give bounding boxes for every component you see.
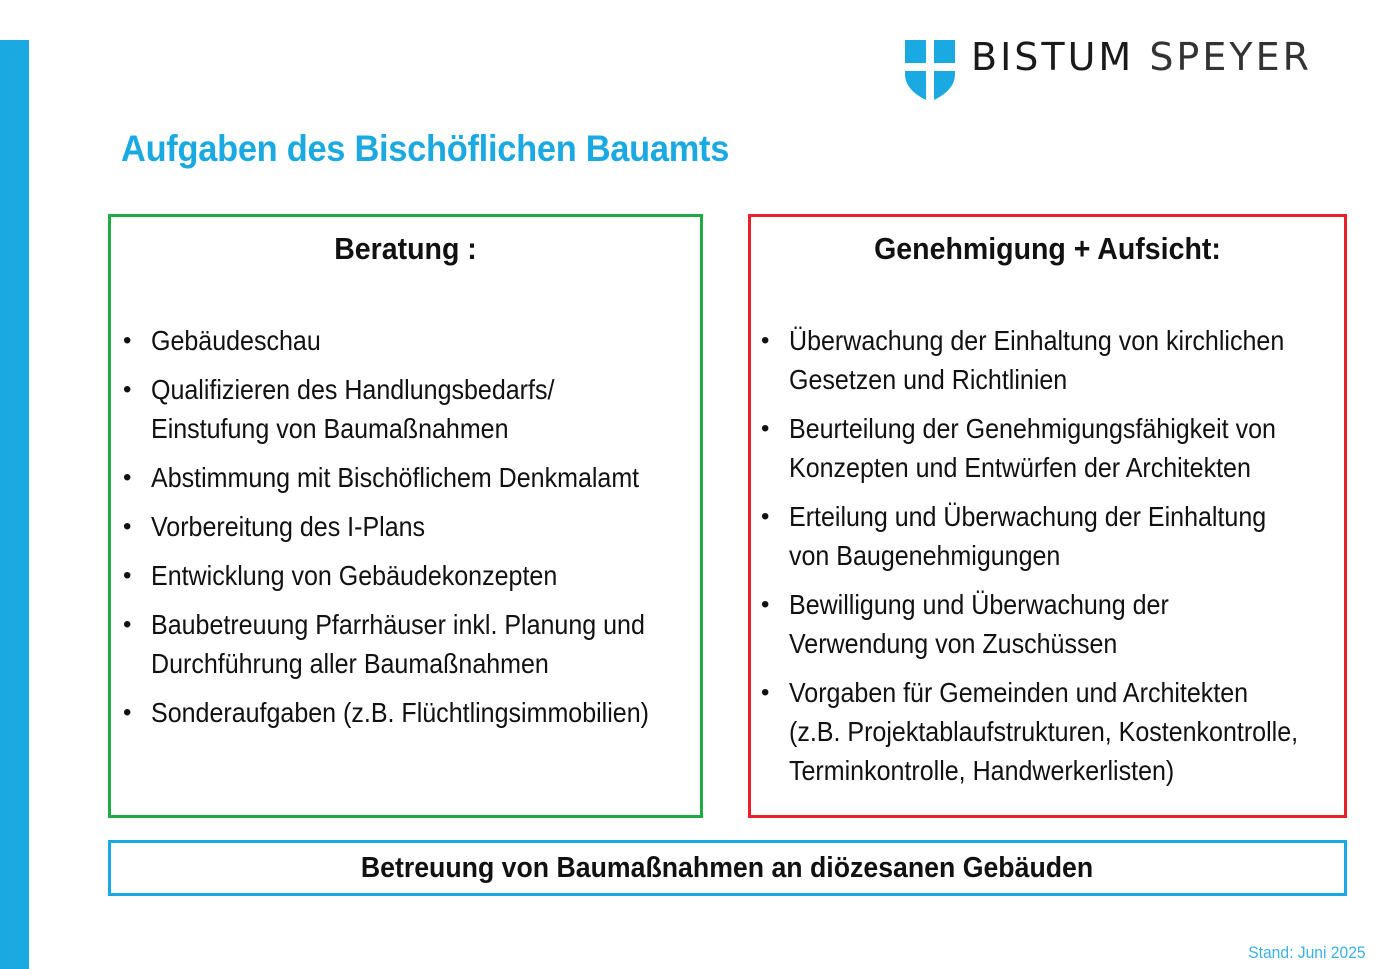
list-item-text: Beurteilung der Genehmigungsfähigkeit vo… — [789, 413, 1276, 483]
bullet-icon: • — [123, 376, 132, 403]
list-item-text: Überwachung der Einhaltung von kirchlich… — [789, 325, 1285, 395]
page-title: Aufgaben des Bischöflichen Bauamts — [121, 128, 730, 169]
list-item: • Vorgaben für Gemeinden und Architekten … — [761, 673, 1351, 790]
list-item-text: Vorbereitung des I-Plans — [151, 511, 426, 542]
list-item: • Überwachung der Einhaltung von kirchlic… — [761, 321, 1351, 399]
list-item-text: Gebäudeschau — [151, 325, 321, 356]
bullet-icon: • — [123, 611, 132, 638]
bullet-icon: • — [123, 699, 132, 726]
footer-text: Betreuung von Baumaßnahmen an diözesanen… — [361, 851, 1094, 884]
logo-text: BISTUM SPEYER — [971, 38, 1312, 76]
list-item: • Sonderaufgaben (z.B. Flüchtlingsimmobil… — [123, 693, 703, 732]
accent-bar — [0, 40, 29, 969]
footer-box: Betreuung von Baumaßnahmen an diözesanen… — [108, 840, 1347, 896]
bullet-icon: • — [761, 327, 770, 354]
list-item: • Beurteilung der Genehmigungsfähigkeit v… — [761, 409, 1351, 487]
list-item: • Abstimmung mit Bischöflichem Denkmalamt — [123, 458, 703, 497]
list-item: • Gebäudeschau — [123, 321, 703, 360]
bullet-icon: • — [123, 327, 132, 354]
list-item: • Vorbereitung des I-Plans — [123, 507, 703, 546]
stand-date: Stand: Juni 2025 — [1248, 943, 1366, 962]
list-item-text: Qualifizieren des Handlungsbedarfs/ Eins… — [151, 374, 555, 444]
panel-genehmigung: Genehmigung + Aufsicht: • Überwachung der… — [748, 214, 1347, 818]
list-item-text: Erteilung und Überwachung der Einhaltung… — [789, 501, 1267, 571]
list-item: • Baubetreuung Pfarrhäuser inkl. Planung … — [123, 605, 703, 683]
list-item: • Qualifizieren des Handlungsbedarfs/ Ein… — [123, 370, 703, 448]
task-list-beratung: • Gebäudeschau • Qualifizieren des Handlung… — [123, 321, 703, 742]
bullet-icon: • — [761, 591, 770, 618]
list-item-text: Entwicklung von Gebäudekonzepten — [151, 560, 558, 591]
list-item-text: Abstimmung mit Bischöflichem Denkmalamt — [151, 462, 640, 493]
shield-cross-icon — [905, 40, 955, 102]
task-list-genehmigung: • Überwachung der Einhaltung von kirchlic… — [761, 321, 1351, 800]
list-item-text: Vorgaben für Gemeinden und Architekten (… — [789, 677, 1299, 786]
list-item-text: Baubetreuung Pfarrhäuser inkl. Planung u… — [151, 609, 645, 679]
panel-beratung: Beratung : • Gebäudeschau • Qualifizieren d… — [108, 214, 703, 818]
list-item-text: Sonderaufgaben (z.B. Flüchtlingsimmobili… — [151, 697, 649, 728]
logo: BISTUM SPEYER — [905, 38, 1312, 102]
bullet-icon: • — [123, 464, 132, 491]
bullet-icon: • — [761, 679, 770, 706]
bullet-icon: • — [123, 562, 132, 589]
panel-heading-genehmigung: Genehmigung + Aufsicht: — [874, 231, 1221, 266]
panel-heading-beratung: Beratung : — [334, 231, 477, 266]
list-item-text: Bewilligung und Überwachung der Verwendu… — [789, 589, 1169, 659]
logo-name-part2: SPEYER — [1149, 35, 1312, 79]
list-item: • Entwicklung von Gebäudekonzepten — [123, 556, 703, 595]
list-item: • Bewilligung und Überwachung der Verwend… — [761, 585, 1351, 663]
bullet-icon: • — [761, 503, 770, 530]
logo-name-part1: BISTUM — [971, 35, 1135, 79]
list-item: • Erteilung und Überwachung der Einhaltun… — [761, 497, 1351, 575]
bullet-icon: • — [123, 513, 132, 540]
bullet-icon: • — [761, 415, 770, 442]
